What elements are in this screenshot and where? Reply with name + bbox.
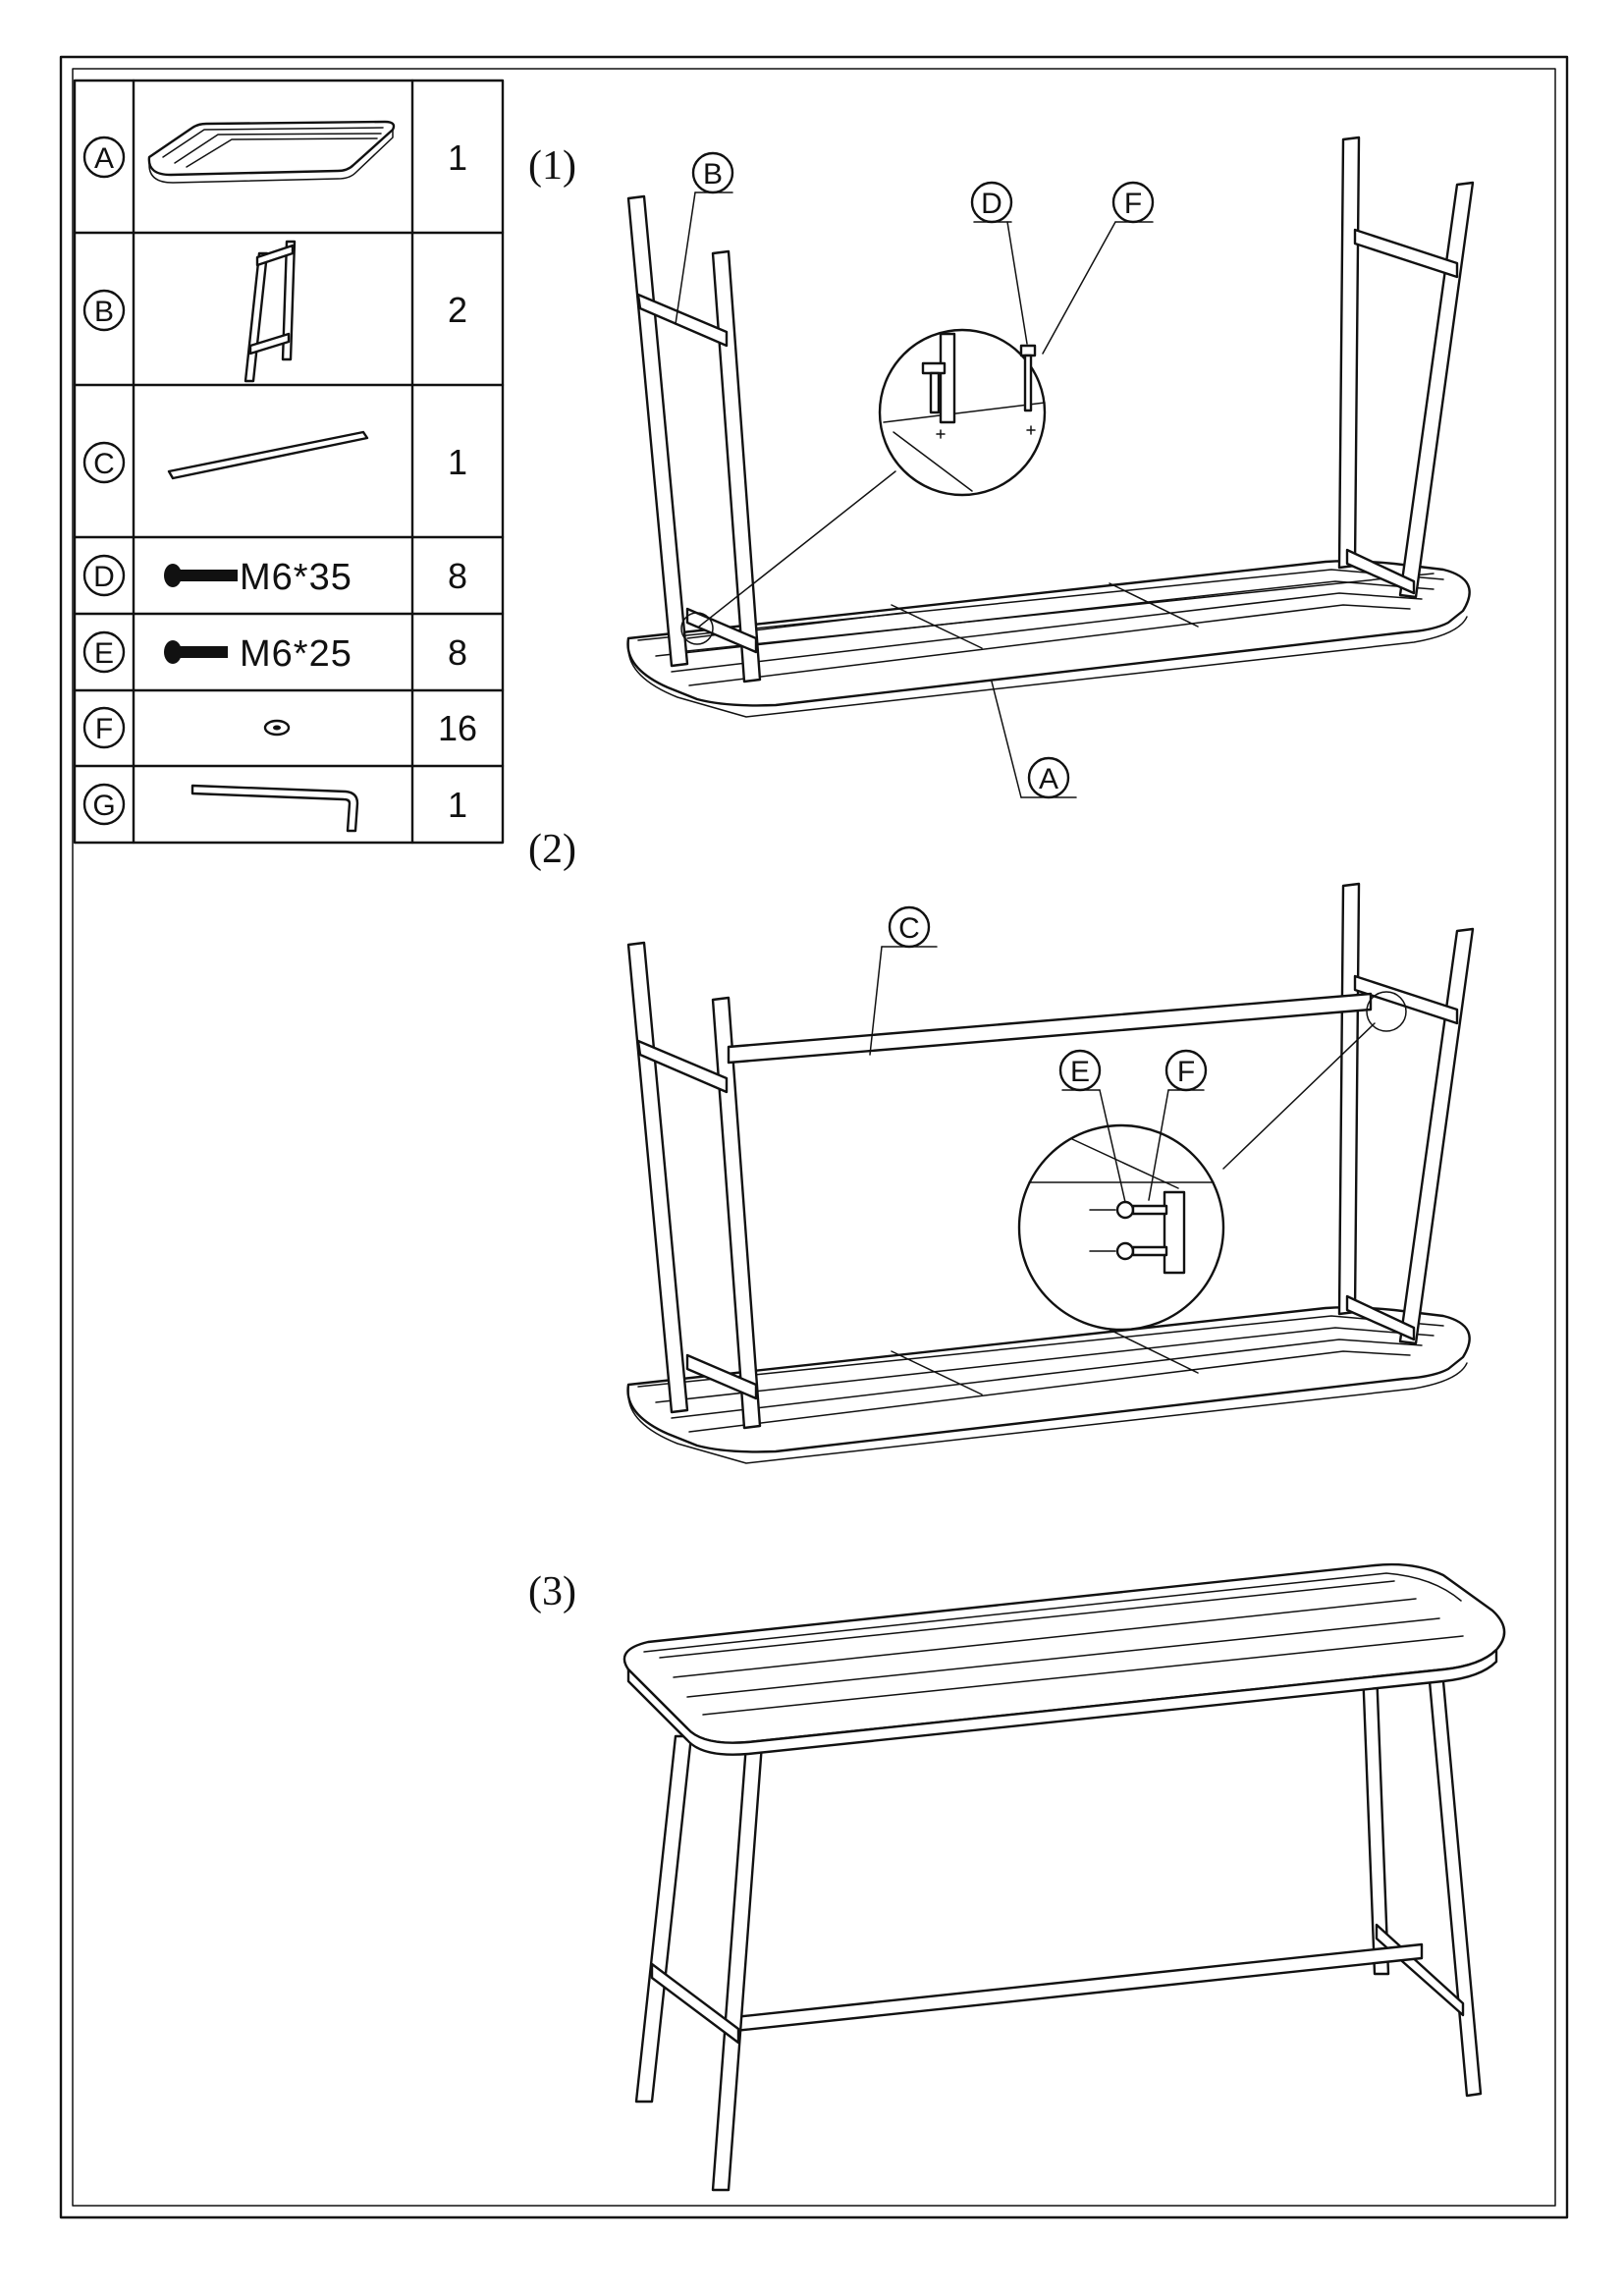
callout-letter: F	[1177, 1056, 1195, 1088]
assembled-table-drawing	[623, 1562, 1506, 2192]
callout-letter: F	[1124, 188, 1142, 220]
part-row-f: F 16	[82, 706, 477, 749]
bolt-icon	[164, 564, 238, 587]
part-qty: 16	[438, 708, 477, 748]
callout-letter: E	[1070, 1056, 1090, 1088]
step-3: (3)	[528, 1562, 1506, 2192]
tabletop-drawing	[626, 560, 1471, 718]
leg-frame-right	[1337, 136, 1475, 599]
part-spec: M6*35	[240, 557, 352, 598]
tabletop-icon	[147, 120, 396, 184]
leg-frame-icon	[244, 240, 297, 383]
inner-border	[72, 68, 1556, 2207]
detail-leader-line	[698, 470, 896, 628]
callout-a: A	[991, 681, 1077, 799]
part-letter: E	[94, 637, 114, 670]
part-row-a: A 1	[82, 120, 467, 184]
callout-f: F	[1148, 1049, 1208, 1201]
part-row-e: E M6*25 8	[82, 630, 467, 675]
part-qty: 1	[448, 442, 467, 482]
part-qty: 1	[448, 137, 467, 178]
step-1: (1)	[528, 136, 1475, 799]
part-row-g: G 1	[82, 783, 467, 833]
part-qty: 2	[448, 290, 467, 330]
callout-letter: C	[898, 912, 920, 945]
part-spec: M6*25	[240, 633, 352, 675]
bolt-icon	[164, 640, 228, 664]
leg-frame-left	[626, 941, 762, 1430]
detail-magnifier	[878, 328, 1047, 497]
callout-e: E	[1058, 1049, 1126, 1203]
callout-letter: B	[703, 158, 723, 191]
step-label: (3)	[528, 1569, 576, 1614]
parts-table: A 1 B 2 C	[73, 79, 505, 845]
step-2: (2)	[528, 827, 1475, 1464]
crossbar-icon	[167, 430, 369, 480]
part-letter: G	[92, 790, 115, 822]
allen-key-icon	[190, 784, 359, 833]
part-letter: B	[94, 296, 114, 328]
step-label: (2)	[528, 827, 576, 872]
washer-icon	[263, 719, 291, 737]
part-letter: D	[93, 561, 115, 593]
tabletop-drawing	[626, 1306, 1471, 1464]
callout-c: C	[869, 905, 938, 1056]
crossbar-drawing	[727, 992, 1373, 1065]
part-qty: 8	[448, 556, 467, 596]
detail-origin-circle	[680, 612, 714, 645]
detail-origin-circle	[1366, 991, 1407, 1032]
step-label: (1)	[528, 143, 576, 189]
callout-f: F	[1042, 181, 1155, 355]
outer-border	[59, 55, 1569, 2219]
part-letter: F	[95, 713, 113, 745]
part-letter: C	[93, 448, 115, 480]
part-qty: 1	[448, 785, 467, 825]
callout-b: B	[675, 151, 734, 325]
callout-letter: D	[981, 188, 1002, 220]
detail-magnifier	[1017, 1123, 1225, 1332]
part-letter: A	[94, 142, 114, 175]
leg-frame-left	[626, 194, 762, 683]
leg-frame-right	[1337, 882, 1475, 1345]
part-row-d: D M6*35 8	[82, 554, 467, 598]
part-row-b: B 2	[82, 240, 467, 383]
callout-letter: A	[1039, 763, 1058, 795]
callout-d: D	[970, 181, 1028, 345]
detail-leader-line	[1222, 1022, 1376, 1170]
part-row-c: C 1	[82, 430, 467, 484]
part-qty: 8	[448, 632, 467, 673]
